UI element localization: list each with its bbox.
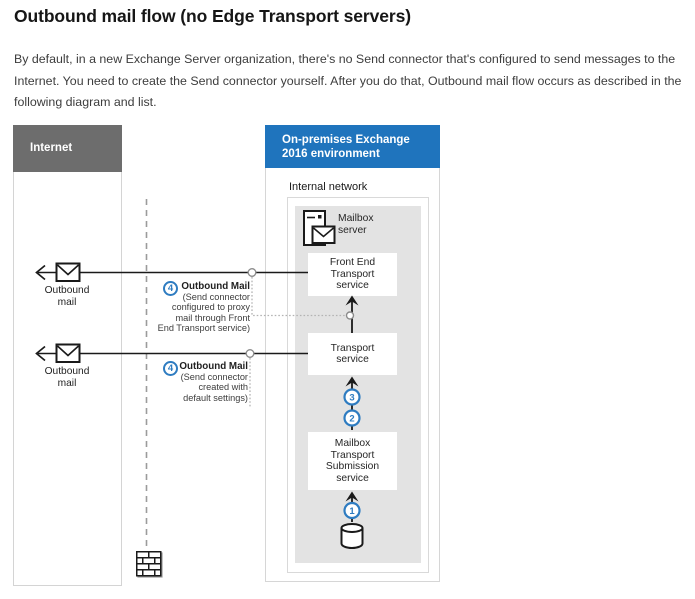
callout-2-line: created with: [198, 382, 248, 393]
intro-paragraph: By default, in a new Exchange Server org…: [14, 52, 682, 110]
front-end-transport-service-label: Front End Transport service: [329, 257, 376, 292]
callout-2-number-circle: 4: [163, 361, 178, 376]
connector-node: [247, 268, 257, 278]
exchange-header-label: On-premises Exchange 2016 environment: [282, 134, 410, 160]
firewall-icon: [136, 551, 163, 578]
callout-1-line: mail through Front: [175, 312, 250, 323]
mailbox-transport-submission-service-label: Mailbox Transport Submission service: [325, 438, 380, 484]
callout-1-line: End Transport service): [157, 323, 250, 334]
front-end-transport-service-box: Front End Transport service: [308, 253, 397, 296]
callout-2-title: Outbound Mail: [179, 361, 248, 372]
page-title: Outbound mail flow (no Edge Transport se…: [14, 6, 411, 26]
mailbox-transport-submission-service-box: Mailbox Transport Submission service: [308, 432, 397, 490]
mailbox-server-label: Mailbox server: [338, 213, 374, 236]
internal-network-label: Internal network: [289, 181, 368, 193]
callout-1-number-circle: 4: [163, 281, 178, 296]
callout-2-line: (Send connector: [180, 372, 248, 382]
outbound-mail-label-1: Outbound mail: [44, 285, 90, 308]
callout-1-title: Outbound Mail: [181, 281, 250, 292]
connector-node: [245, 349, 255, 359]
internet-header: Internet: [13, 125, 122, 172]
internet-box: Internet: [13, 125, 122, 586]
callout-2-line: default settings): [183, 392, 248, 403]
transport-service-label: Transport service: [330, 342, 375, 366]
callout-2: Outbound Mail (Send connector created wi…: [150, 361, 248, 403]
callout-1-line: configured to proxy: [171, 302, 250, 313]
outbound-mail-label-2: Outbound mail: [44, 366, 90, 389]
callout-1: Outbound Mail (Send connector configured…: [150, 281, 250, 334]
exchange-header: On-premises Exchange 2016 environment: [265, 125, 440, 168]
callout-1-line: (Send connector: [182, 292, 250, 302]
transport-service-box: Transport service: [308, 333, 397, 375]
